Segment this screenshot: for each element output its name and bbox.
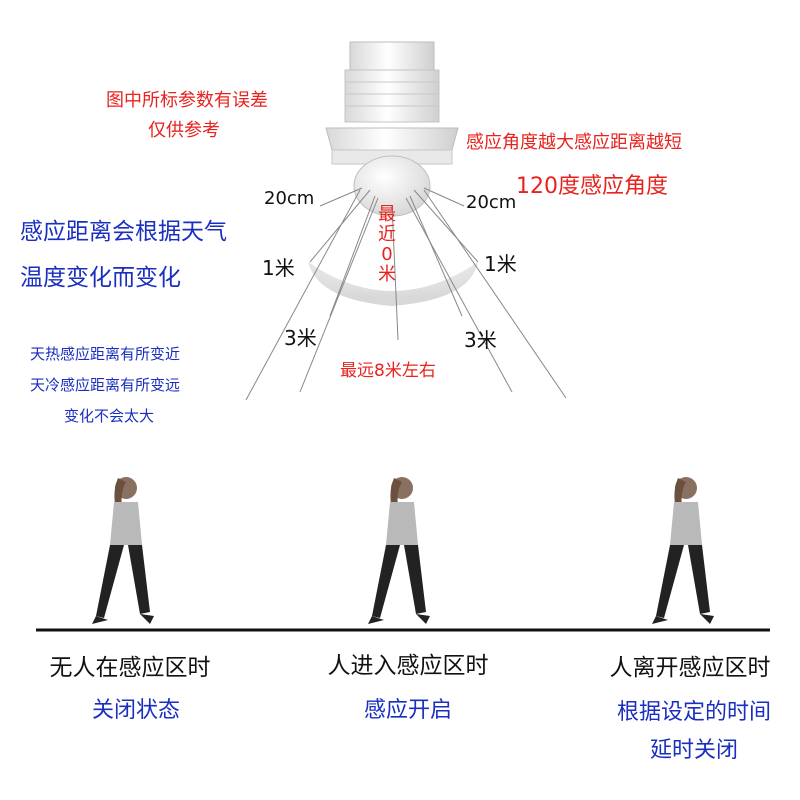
- stage-3-status-line2: 延时关闭: [649, 738, 738, 763]
- walking-person-right: [652, 477, 714, 624]
- stage-2-status: 感应开启: [363, 698, 452, 723]
- walking-person-middle: [368, 477, 430, 624]
- error-note-line1: 图中所标参数有误差: [106, 90, 268, 111]
- cold-note: 天冷感应距离有所变远: [30, 376, 181, 394]
- hot-note: 天热感应距离有所变近: [30, 345, 181, 363]
- nearest-distance-label: 最近0米: [378, 204, 396, 285]
- angle-distance-note: 感应角度越大感应距离越短: [466, 132, 682, 153]
- env-note-line2: 温度变化而变化: [20, 265, 181, 291]
- env-note-line1: 感应距离会根据天气: [20, 219, 227, 245]
- stage-1-status: 关闭状态: [91, 698, 180, 723]
- stage-3-status-line1: 根据设定的时间: [616, 700, 771, 725]
- dimension-20cm-right: 20cm: [466, 192, 517, 213]
- walking-person-left: [92, 477, 154, 624]
- sensing-lines: [245, 187, 567, 401]
- dimension-3m-right: 3米: [464, 328, 497, 352]
- farthest-distance-label: 最远8米左右: [340, 361, 436, 381]
- pir-sensor-device: [325, 41, 459, 217]
- angle-note: 120度感应角度: [516, 174, 668, 199]
- error-note-line2: 仅供参考: [148, 120, 220, 141]
- stage-3-title: 人离开感应区时: [609, 655, 771, 681]
- stage-2-title: 人进入感应区时: [327, 653, 489, 679]
- small-change-note: 变化不会太大: [64, 407, 155, 425]
- dimension-1m-right: 1米: [484, 252, 517, 276]
- stage-1-title: 无人在感应区时: [49, 655, 211, 681]
- detection-zone: [308, 262, 478, 306]
- dimension-3m-left: 3米: [284, 326, 317, 350]
- dimension-20cm-left: 20cm: [264, 188, 315, 209]
- dimension-1m-left: 1米: [262, 256, 295, 280]
